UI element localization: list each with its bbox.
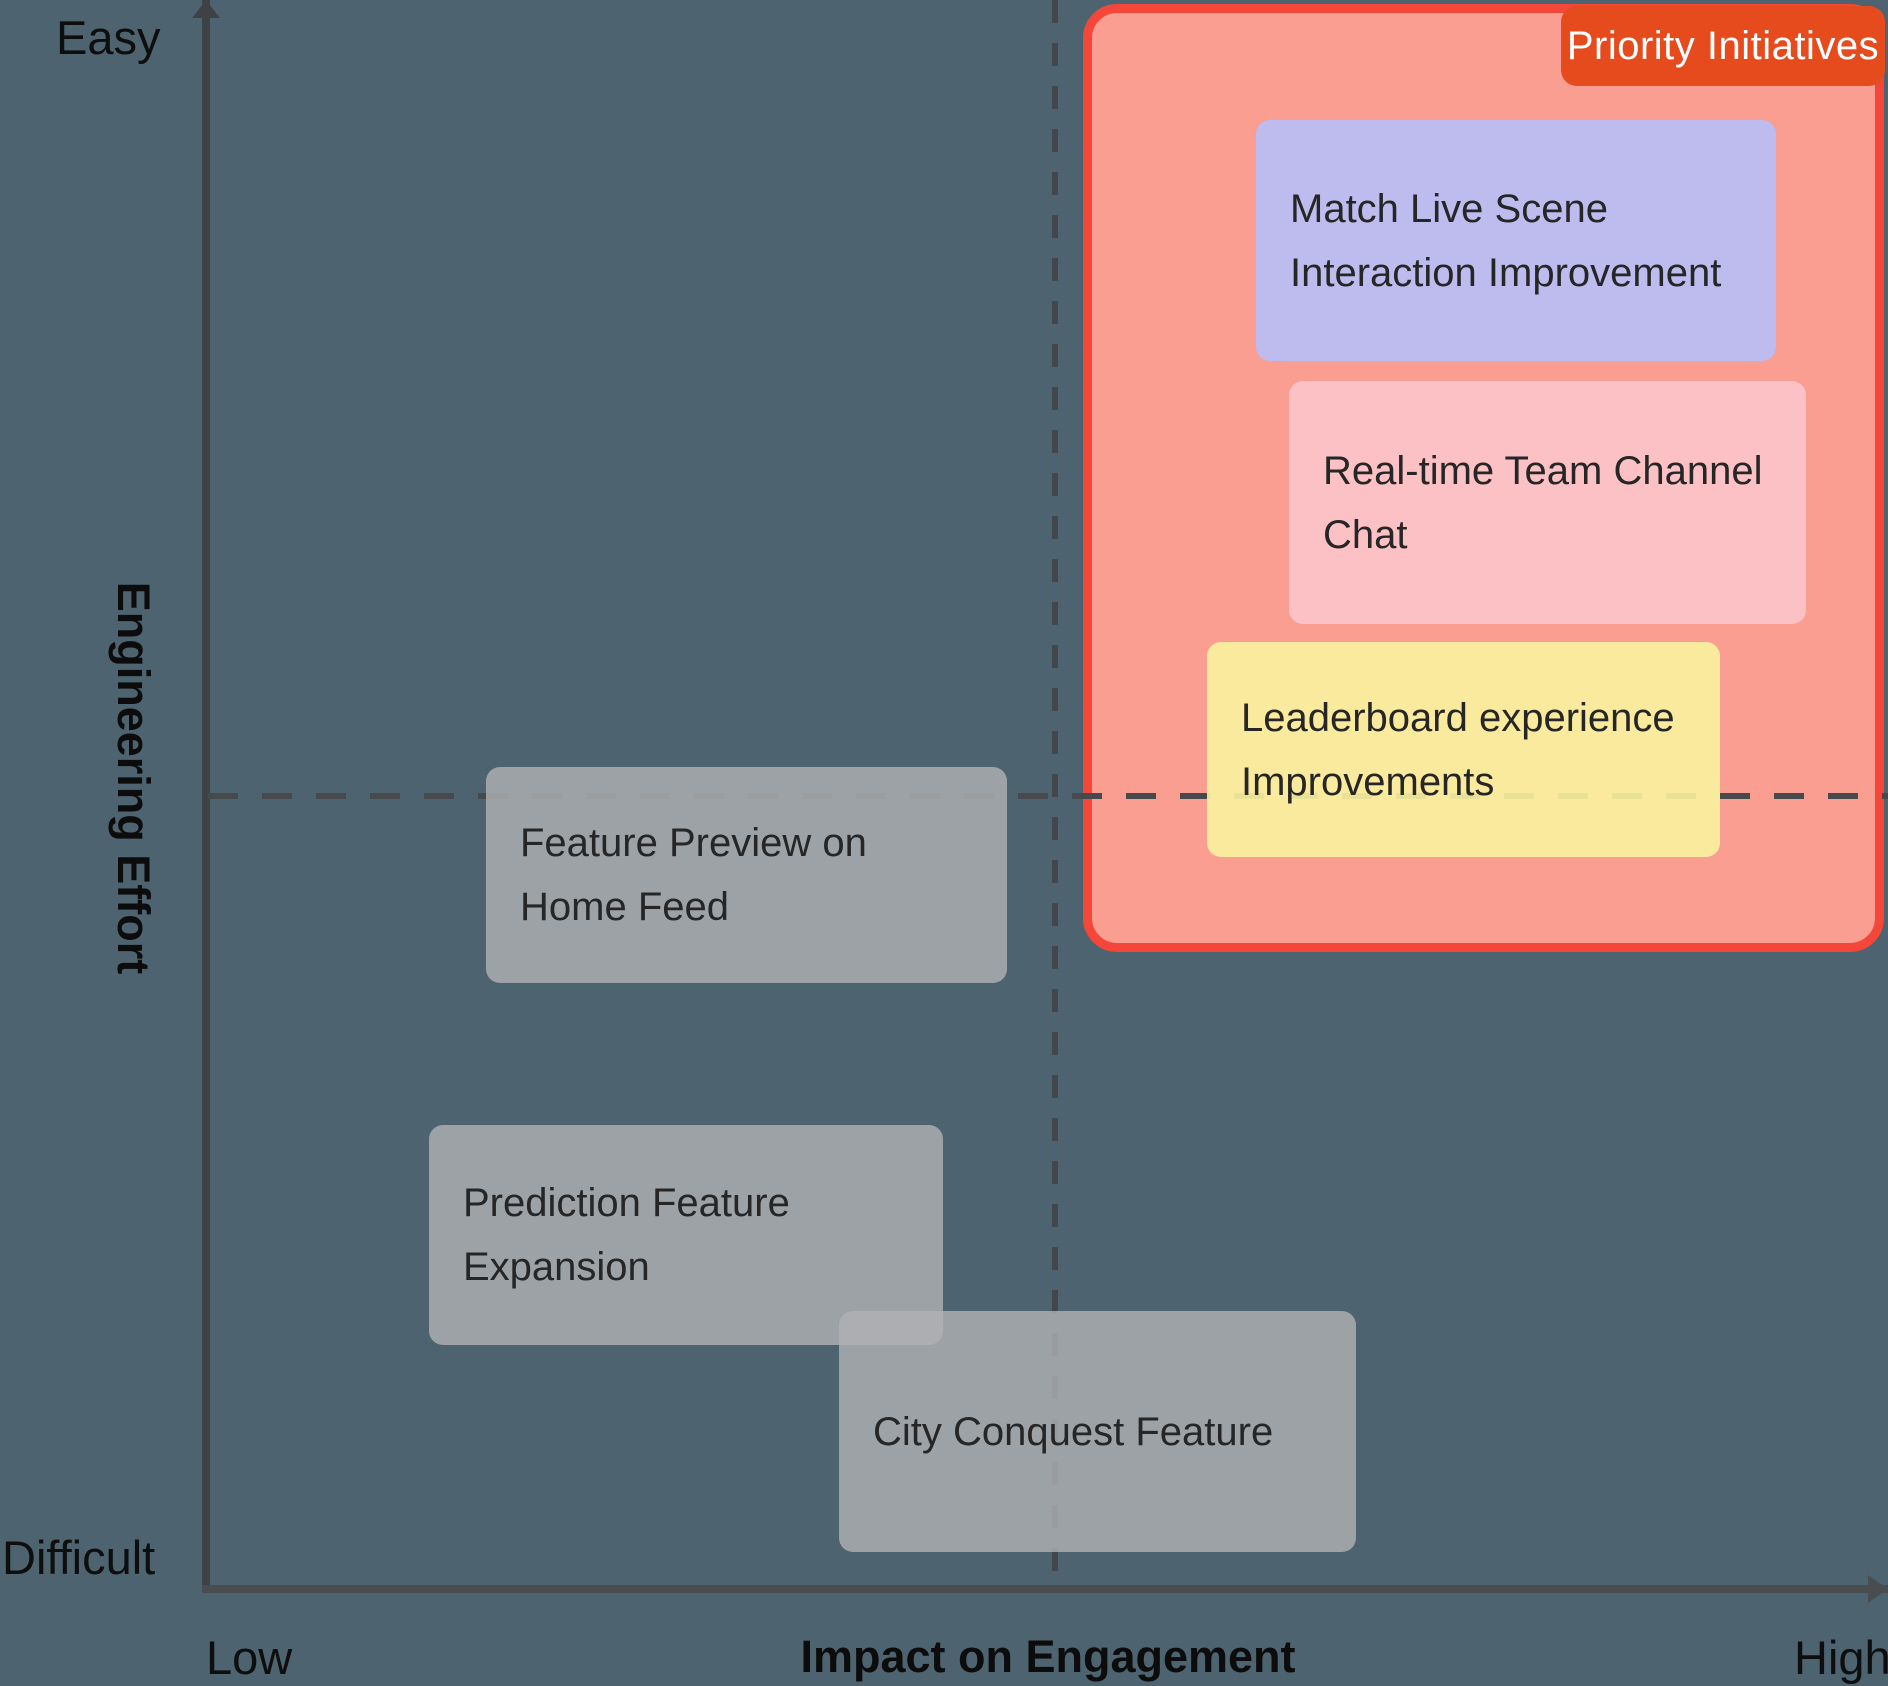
x-axis-arrow-icon: [1868, 1575, 1888, 1603]
card-prediction-expansion[interactable]: Prediction Feature Expansion: [429, 1125, 943, 1345]
vertical-divider-dashed-line: [1052, 0, 1058, 1585]
card-text-line: Interaction Improvement: [1290, 250, 1722, 295]
card-text-line: Feature Preview on: [520, 821, 867, 865]
card-text-line: Prediction Feature: [463, 1181, 790, 1225]
x-axis-left-label: Low: [206, 1631, 293, 1684]
card-text-line: Chat: [1323, 512, 1408, 557]
x-axis-line: [202, 1585, 1888, 1593]
priority-initiatives-badge[interactable]: Priority Initiatives: [1561, 6, 1885, 86]
y-axis-bottom-label: Difficult: [2, 1531, 156, 1584]
x-axis-right-label: High: [1794, 1631, 1888, 1684]
y-axis-line: [202, 0, 210, 1592]
y-axis-title: Engineering Effort: [108, 581, 159, 975]
card-text-line: Match Live Scene: [1290, 186, 1608, 231]
y-axis-top-label: Easy: [56, 11, 161, 64]
card-realtime-team-chat[interactable]: Real-time Team Channel Chat: [1289, 381, 1806, 624]
x-axis-title: Impact on Engagement: [800, 1631, 1296, 1682]
card-text-line: Real-time Team Channel: [1323, 448, 1763, 493]
card-text-line: City Conquest Feature: [873, 1409, 1274, 1454]
card-feature-preview[interactable]: Feature Preview on Home Feed: [486, 767, 1007, 983]
horizontal-divider-dashed-line: [208, 793, 1888, 799]
y-axis-arrow-icon: [192, 0, 220, 18]
priority-initiatives-badge-label: Priority Initiatives: [1566, 23, 1880, 68]
card-match-live-scene[interactable]: Match Live Scene Interaction Improvement: [1256, 120, 1776, 361]
card-text-line: Home Feed: [520, 885, 729, 929]
card-text-line: Expansion: [463, 1245, 650, 1289]
card-city-conquest[interactable]: City Conquest Feature: [839, 1311, 1356, 1552]
card-text-line: Improvements: [1241, 759, 1495, 804]
card-text-line: Leaderboard experience: [1241, 695, 1675, 740]
card-leaderboard-improvements[interactable]: Leaderboard experience Improvements: [1207, 642, 1720, 857]
